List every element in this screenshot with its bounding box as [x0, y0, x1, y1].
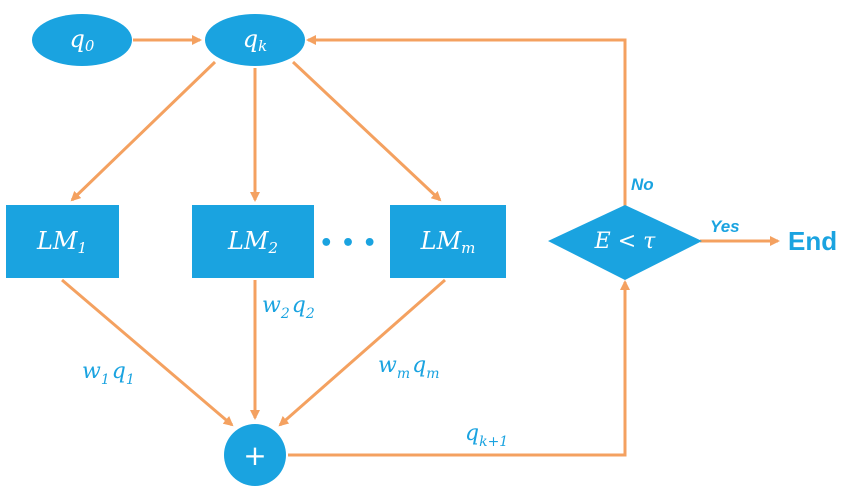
node-lm1-label: LM1	[36, 227, 87, 258]
node-lm2-label: LM2	[227, 227, 278, 258]
edge-lm1-sum	[61, 278, 234, 427]
edge-qk-lm1	[70, 60, 217, 202]
node-lmm	[390, 205, 506, 278]
label-w1q1: w1q1	[82, 359, 135, 388]
node-decision-label: E < τ	[594, 229, 656, 254]
node-sum-label: +	[243, 439, 266, 472]
node-decision	[548, 205, 702, 280]
node-lm1	[6, 205, 119, 278]
node-lm2	[192, 205, 314, 278]
label-end: End	[788, 226, 837, 256]
node-sum	[224, 424, 286, 486]
node-qk	[205, 14, 305, 66]
edge-sum-decision	[288, 280, 630, 457]
node-lmm-label: LMm	[420, 227, 476, 258]
edge-lmm-sum	[278, 278, 446, 427]
edge-decision-qk-no	[306, 35, 627, 208]
label-no: No	[631, 175, 654, 194]
label-wmqm: wmqm	[378, 353, 440, 382]
label-w2q2: w2q2	[262, 293, 315, 322]
node-qk-label: qk	[243, 25, 267, 56]
node-q0-label: q0	[70, 25, 95, 56]
node-q0	[32, 14, 132, 66]
label-yes: Yes	[710, 217, 740, 236]
label-qk1: qk+1	[465, 421, 508, 450]
ellipsis-dots: • • •	[319, 231, 377, 256]
edge-qk-lmm	[291, 60, 442, 202]
